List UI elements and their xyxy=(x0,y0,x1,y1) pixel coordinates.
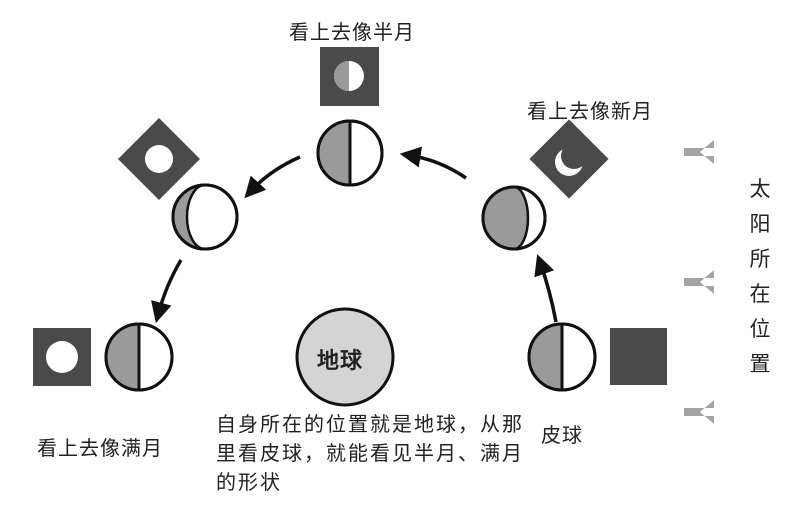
label-new-moon: 看上去像新月 xyxy=(527,99,653,123)
label-ball: 皮球 xyxy=(541,423,583,447)
orbit-arrow-icon xyxy=(534,254,558,323)
label-earth: 地球 xyxy=(317,349,364,374)
moon-view-icon xyxy=(320,47,379,106)
ball-phase-icon xyxy=(527,322,597,392)
ball-phase-icon xyxy=(104,322,174,392)
orbit-arrows xyxy=(151,146,558,324)
description-text: 自身所在的位置就是地球，从那里看皮球，就能看见半月、满月的形状 xyxy=(216,412,524,494)
sun-arrow-icon xyxy=(684,140,714,164)
ball-phase-icon xyxy=(316,119,384,187)
label-half-top: 看上去像半月 xyxy=(289,20,415,44)
label-sun-position: 太阳所在位置 xyxy=(749,177,771,376)
ball-phase-icon xyxy=(481,185,547,251)
moon-view-icon xyxy=(33,328,91,386)
ball-phase-icon xyxy=(171,183,239,251)
sun-arrow-icon xyxy=(684,270,714,294)
sun-arrow-icon xyxy=(684,400,714,424)
orbit-arrow-icon xyxy=(151,259,183,324)
moon-view-icon xyxy=(610,328,667,385)
moon-view-icon xyxy=(117,117,201,201)
orbit-arrow-icon xyxy=(399,146,467,180)
label-full-moon: 看上去像满月 xyxy=(37,436,163,460)
sun-arrows xyxy=(684,140,714,424)
earth xyxy=(295,307,395,407)
moon-view-icon xyxy=(529,119,609,199)
orbit-arrow-icon xyxy=(244,155,301,199)
